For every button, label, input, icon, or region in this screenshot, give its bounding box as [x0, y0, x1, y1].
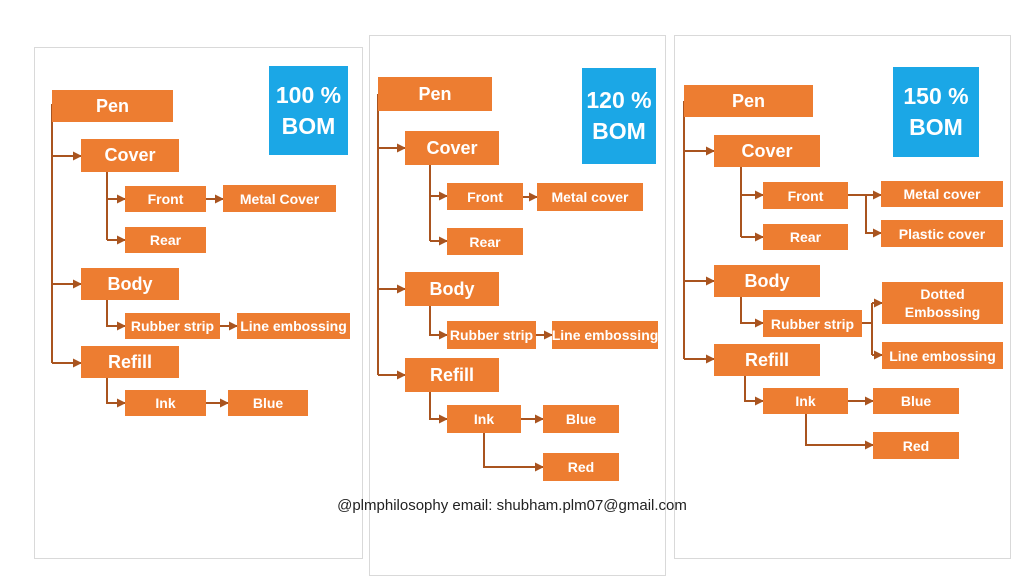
node-metal-cover: Metal Cover	[223, 185, 336, 212]
node-refill: Refill	[81, 346, 179, 378]
bom-tag-150: 150 % BOM	[893, 67, 979, 157]
node-red: Red	[543, 453, 619, 481]
node-body: Body	[714, 265, 820, 297]
node-line-embossing: Line embossing	[882, 342, 1003, 369]
node-rubber-strip: Rubber strip	[447, 321, 536, 349]
node-metal-cover: Metal cover	[537, 183, 643, 211]
node-body: Body	[81, 268, 179, 300]
bom-tag-120: 120 % BOM	[582, 68, 656, 164]
node-rear: Rear	[763, 224, 848, 250]
node-rubber-strip: Rubber strip	[763, 310, 862, 337]
node-line-embossing: Line embossing	[237, 313, 350, 339]
node-body: Body	[405, 272, 499, 306]
node-pen: Pen	[52, 90, 173, 122]
footer-credit: @plmphilosophy email: shubham.plm07@gmai…	[337, 497, 687, 514]
node-cover: Cover	[405, 131, 499, 165]
node-blue: Blue	[228, 390, 308, 416]
node-ink: Ink	[125, 390, 206, 416]
node-blue: Blue	[873, 388, 959, 414]
bom-tag-100: 100 % BOM	[269, 66, 348, 155]
node-cover: Cover	[81, 139, 179, 172]
node-metal-cover: Metal cover	[881, 181, 1003, 207]
node-ink: Ink	[447, 405, 521, 433]
node-rear: Rear	[447, 228, 523, 255]
node-rear: Rear	[125, 227, 206, 253]
node-red: Red	[873, 432, 959, 459]
node-pen: Pen	[378, 77, 492, 111]
node-front: Front	[447, 183, 523, 210]
node-pen: Pen	[684, 85, 813, 117]
node-front: Front	[763, 182, 848, 209]
node-refill: Refill	[714, 344, 820, 376]
node-front: Front	[125, 186, 206, 212]
node-plastic-cover: Plastic cover	[881, 220, 1003, 247]
node-dotted-embossing: Dotted Embossing	[882, 282, 1003, 324]
node-ink: Ink	[763, 388, 848, 414]
node-cover: Cover	[714, 135, 820, 167]
node-rubber-strip: Rubber strip	[125, 313, 220, 339]
node-refill: Refill	[405, 358, 499, 392]
node-blue: Blue	[543, 405, 619, 433]
node-line-embossing: Line embossing	[552, 321, 658, 349]
